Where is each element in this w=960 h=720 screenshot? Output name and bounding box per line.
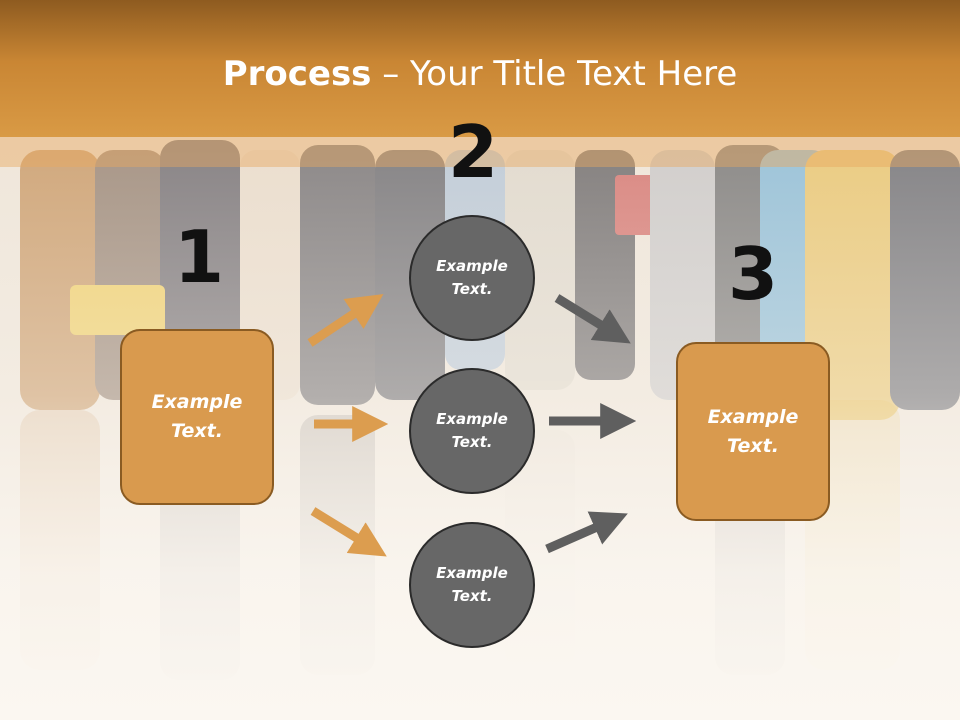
slide-title[interactable]: Process – Your Title Text Here <box>0 52 960 96</box>
step-number-3: 3 <box>727 232 779 316</box>
arrow-bottom-to-step3 <box>545 511 628 554</box>
step-number-1: 1 <box>173 215 225 299</box>
arrow-step1-to-top <box>307 294 384 347</box>
step1-box[interactable]: Example Text. <box>120 329 274 505</box>
title-bar <box>0 0 960 137</box>
arrow-top-to-step3 <box>554 294 631 344</box>
step2-circle-bottom[interactable]: Example Text. <box>409 522 535 648</box>
title-rest-part: – Your Title Text Here <box>371 54 738 94</box>
step2-circle-middle[interactable]: Example Text. <box>409 368 535 494</box>
step-number-2: 2 <box>447 110 499 194</box>
step2-circle-top[interactable]: Example Text. <box>409 215 535 341</box>
title-bold-part: Process <box>222 54 372 94</box>
step3-box[interactable]: Example Text. <box>676 342 830 521</box>
arrow-step1-to-bottom <box>310 507 387 557</box>
